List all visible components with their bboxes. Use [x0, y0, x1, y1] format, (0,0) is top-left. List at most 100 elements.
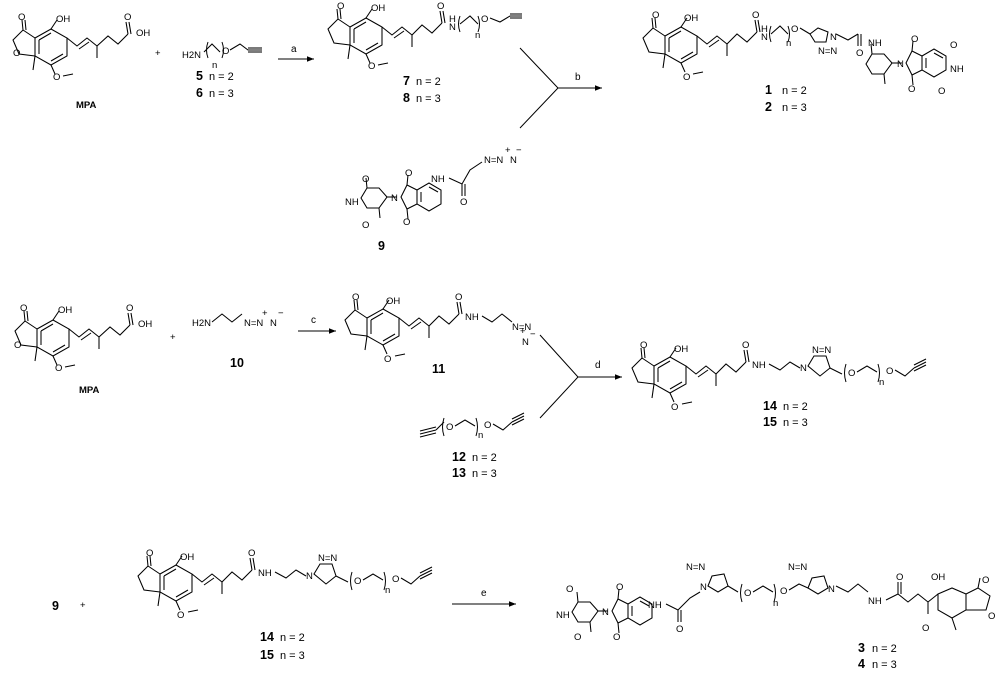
svg-text:n = 3: n = 3	[280, 650, 305, 662]
svg-text:n: n	[385, 585, 390, 596]
svg-text:n = 2: n = 2	[872, 643, 897, 655]
svg-text:N: N	[270, 318, 277, 329]
compound-12-13: O n O 12 n = 2 13 n = 3	[419, 412, 525, 480]
svg-text:−: −	[278, 308, 284, 319]
label-c15: 15	[260, 648, 274, 662]
atom-o: O	[124, 12, 131, 23]
svg-text:n: n	[786, 38, 791, 49]
svg-text:n = 2: n = 2	[472, 452, 497, 464]
reagent-e: e	[481, 588, 487, 599]
svg-text:N: N	[449, 22, 456, 33]
svg-text:O: O	[354, 576, 361, 587]
svg-text:H2N: H2N	[192, 318, 211, 329]
compound-10: H2N N=N N + − 10	[192, 308, 284, 370]
svg-text:n = 2: n = 2	[783, 401, 808, 413]
svg-text:N=N: N=N	[812, 345, 831, 356]
svg-text:NH: NH	[950, 64, 964, 75]
mpa-row1: O OH O O OH O MPA	[12, 12, 150, 111]
svg-text:O: O	[886, 366, 893, 377]
svg-text:O: O	[337, 1, 344, 12]
svg-text:N: N	[828, 584, 835, 595]
svg-text:n = 3: n = 3	[472, 468, 497, 480]
svg-text:O: O	[613, 632, 620, 643]
label-c8: 8	[403, 91, 410, 105]
svg-text:OH: OH	[180, 552, 194, 563]
svg-text:N: N	[830, 32, 837, 43]
label-c13: 13	[452, 466, 466, 480]
svg-text:O: O	[392, 574, 399, 585]
label-c6: 6	[196, 86, 203, 100]
label-c5: 5	[196, 69, 203, 83]
svg-text:NH: NH	[868, 596, 882, 607]
svg-text:O: O	[481, 14, 488, 25]
compound-9: O O N NH O O NH O N=N N + − 9	[345, 145, 522, 253]
svg-text:N=N: N=N	[484, 155, 503, 166]
svg-text:O: O	[446, 422, 453, 433]
svg-text:O: O	[368, 61, 375, 72]
compound-3-4: O O N NH O O NH O N N=N O n O N=N N NH O…	[556, 562, 995, 671]
svg-text:NH: NH	[431, 174, 445, 185]
svg-text:N: N	[800, 363, 807, 374]
svg-text:n: n	[212, 60, 217, 71]
svg-text:NH: NH	[868, 38, 882, 49]
svg-text:O: O	[791, 24, 798, 35]
svg-text:N: N	[510, 155, 517, 166]
svg-text:−: −	[530, 329, 536, 340]
svg-text:O: O	[177, 610, 184, 621]
svg-text:O: O	[752, 10, 759, 21]
svg-text:O: O	[856, 48, 863, 59]
svg-text:NH: NH	[556, 610, 570, 621]
compound-14-15-row3: O NH N N=N O n O O OH O 14 n = 2 15 n = …	[137, 548, 433, 662]
label-c10: 10	[230, 356, 244, 370]
svg-text:O: O	[126, 303, 133, 314]
svg-text:N=N: N=N	[788, 562, 807, 573]
svg-text:O: O	[384, 354, 391, 365]
svg-text:O: O	[14, 340, 21, 351]
svg-text:+: +	[262, 308, 268, 319]
svg-text:O: O	[908, 84, 915, 95]
svg-text:+: +	[520, 326, 526, 337]
compound-7-8: O N H n O O OH O 7 n = 2 8 n = 3	[327, 1, 522, 105]
svg-text:OH: OH	[386, 296, 400, 307]
svg-text:−: −	[516, 145, 522, 156]
svg-text:O: O	[780, 586, 787, 597]
svg-text:OH: OH	[931, 572, 945, 583]
label-c9: 9	[378, 239, 385, 253]
svg-text:O: O	[566, 584, 573, 595]
svg-text:N: N	[522, 337, 529, 348]
svg-text:O: O	[938, 86, 945, 97]
svg-text:O: O	[744, 588, 751, 599]
label-c1: 1	[765, 83, 772, 97]
svg-text:n: n	[773, 598, 778, 609]
svg-text:NH: NH	[345, 197, 359, 208]
svg-text:O: O	[848, 368, 855, 379]
svg-text:O: O	[55, 363, 62, 374]
label-c12: 12	[452, 450, 466, 464]
svg-text:OH: OH	[138, 319, 152, 330]
svg-text:H2N: H2N	[182, 50, 201, 61]
label-c15: 15	[763, 415, 777, 429]
svg-text:O: O	[146, 548, 153, 559]
label-c9-row3: 9	[52, 599, 59, 613]
svg-text:n = 2: n = 2	[209, 71, 234, 83]
label-c14: 14	[260, 630, 274, 644]
svg-text:H: H	[449, 14, 456, 25]
svg-text:NH: NH	[648, 600, 662, 611]
svg-text:H: H	[761, 24, 768, 35]
svg-text:n: n	[478, 430, 483, 441]
svg-text:N=N: N=N	[512, 322, 531, 333]
svg-text:NH: NH	[258, 568, 272, 579]
svg-text:OH: OH	[58, 305, 72, 316]
svg-text:O: O	[20, 303, 27, 314]
svg-text:OH: OH	[674, 344, 688, 355]
svg-text:+: +	[80, 600, 86, 611]
svg-text:N=N: N=N	[686, 562, 705, 573]
svg-text:n: n	[475, 30, 480, 41]
svg-text:OH: OH	[684, 13, 698, 24]
label-c14: 14	[763, 399, 777, 413]
label-c7: 7	[403, 74, 410, 88]
svg-text:n = 3: n = 3	[783, 417, 808, 429]
mpa-row2: O OH O O OH O MPA	[14, 303, 152, 396]
reagent-a: a	[291, 44, 297, 55]
